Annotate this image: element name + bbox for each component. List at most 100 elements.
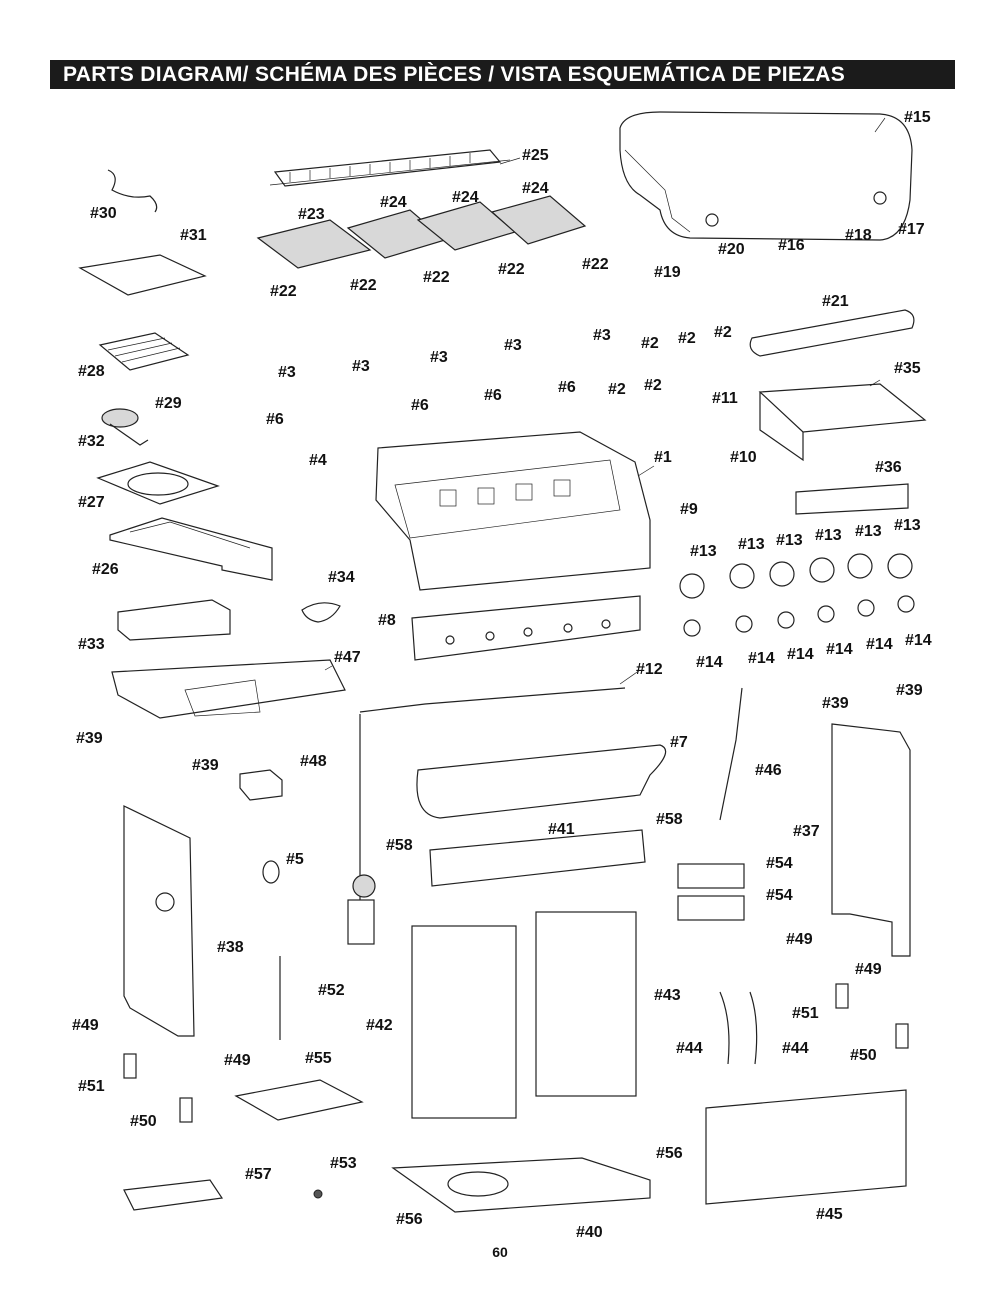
part-38-left-side-panel <box>123 805 195 1037</box>
label-2e: #2 <box>714 324 732 341</box>
label-3b: #3 <box>352 358 370 375</box>
part-1-firebox <box>375 431 651 591</box>
label-36: #36 <box>875 459 902 476</box>
label-51a: #51 <box>78 1078 105 1095</box>
label-2d: #2 <box>678 330 696 347</box>
label-13d: #13 <box>815 527 842 544</box>
label-6b: #6 <box>411 397 429 414</box>
part-50-caster-a <box>179 1097 193 1123</box>
label-28: #28 <box>78 363 105 380</box>
label-39d: #39 <box>896 682 923 699</box>
label-41: #41 <box>548 821 575 838</box>
part-44-handle-a <box>719 991 730 1065</box>
label-37: #37 <box>793 823 820 840</box>
label-22b: #22 <box>350 277 377 294</box>
label-17: #17 <box>898 221 925 238</box>
label-53: #53 <box>330 1155 357 1172</box>
label-24c: #24 <box>522 180 549 197</box>
label-47: #47 <box>334 649 361 666</box>
label-25: #25 <box>522 147 549 164</box>
part-57-support <box>123 1179 224 1211</box>
label-26: #26 <box>92 561 119 578</box>
part-30-ignitor-wire <box>107 169 158 213</box>
label-22a: #22 <box>270 283 297 300</box>
part-8-front-panel <box>411 595 641 661</box>
label-29: #29 <box>155 395 182 412</box>
label-39b: #39 <box>192 757 219 774</box>
label-51b: #51 <box>792 1005 819 1022</box>
part-37-right-side-panel <box>831 723 911 957</box>
label-44b: #44 <box>782 1040 809 1057</box>
label-15: #15 <box>904 109 931 126</box>
label-22e: #22 <box>582 256 609 273</box>
label-38: #38 <box>217 939 244 956</box>
label-50a: #50 <box>130 1113 157 1130</box>
label-14a: #14 <box>696 654 723 671</box>
part-54-bracket-a <box>677 863 745 889</box>
label-54b: #54 <box>766 887 793 904</box>
part-12-manifold <box>347 687 626 945</box>
label-2a: #2 <box>608 381 626 398</box>
label-58a: #58 <box>386 837 413 854</box>
parts-23-24-grates <box>256 195 587 269</box>
label-56b: #56 <box>656 1145 683 1162</box>
label-32: #32 <box>78 433 105 450</box>
label-14d: #14 <box>826 641 853 658</box>
label-6c: #6 <box>484 387 502 404</box>
label-13b: #13 <box>738 536 765 553</box>
part-50-caster-b <box>895 1023 909 1049</box>
part-32-side-burner <box>101 408 149 446</box>
label-42: #42 <box>366 1017 393 1034</box>
part-5-ring <box>262 860 280 884</box>
label-3e: #3 <box>593 327 611 344</box>
label-34: #34 <box>328 569 355 586</box>
label-31: #31 <box>180 227 207 244</box>
label-49a: #49 <box>72 1017 99 1034</box>
label-35: #35 <box>894 360 921 377</box>
label-13a: #13 <box>690 543 717 560</box>
leader-lines <box>324 117 886 685</box>
part-44-handle-b <box>749 991 758 1065</box>
label-10: #10 <box>730 449 757 466</box>
label-50b: #50 <box>850 1047 877 1064</box>
label-58b: #58 <box>656 811 683 828</box>
label-40: #40 <box>576 1224 603 1241</box>
label-14f: #14 <box>905 632 932 649</box>
label-14e: #14 <box>866 636 893 653</box>
part-47-bottom-tray <box>111 659 346 719</box>
label-49c: #49 <box>786 931 813 948</box>
label-49d: #49 <box>855 961 882 978</box>
label-49b: #49 <box>224 1052 251 1069</box>
part-15-lid <box>619 111 913 241</box>
part-51-caster-b <box>835 983 849 1009</box>
label-39a: #39 <box>76 730 103 747</box>
part-54-bracket-b <box>677 895 745 921</box>
label-14c: #14 <box>787 646 814 663</box>
part-40-bottom-shelf <box>391 1157 651 1213</box>
part-27-burner-pan <box>96 461 220 505</box>
part-7-control-panel <box>416 744 667 819</box>
label-4: #4 <box>309 452 327 469</box>
label-11: #11 <box>712 390 738 407</box>
label-20: #20 <box>718 241 745 258</box>
part-41-crossbar <box>429 829 646 887</box>
label-46: #46 <box>755 762 782 779</box>
label-22d: #22 <box>498 261 525 278</box>
parts-14-knobs <box>683 595 915 637</box>
label-6d: #6 <box>558 379 576 396</box>
label-43: #43 <box>654 987 681 1004</box>
label-1: #1 <box>654 449 672 466</box>
part-28-side-grate <box>98 332 190 371</box>
label-7: #7 <box>670 734 688 751</box>
label-3a: #3 <box>278 364 296 381</box>
label-3c: #3 <box>430 349 448 366</box>
part-34-heat-shield <box>301 602 341 623</box>
label-2c: #2 <box>641 335 659 352</box>
label-33: #33 <box>78 636 105 653</box>
label-48: #48 <box>300 753 327 770</box>
label-12: #12 <box>636 661 663 678</box>
label-19: #19 <box>654 264 681 281</box>
part-46-rod <box>719 687 743 821</box>
label-9: #9 <box>680 501 698 518</box>
